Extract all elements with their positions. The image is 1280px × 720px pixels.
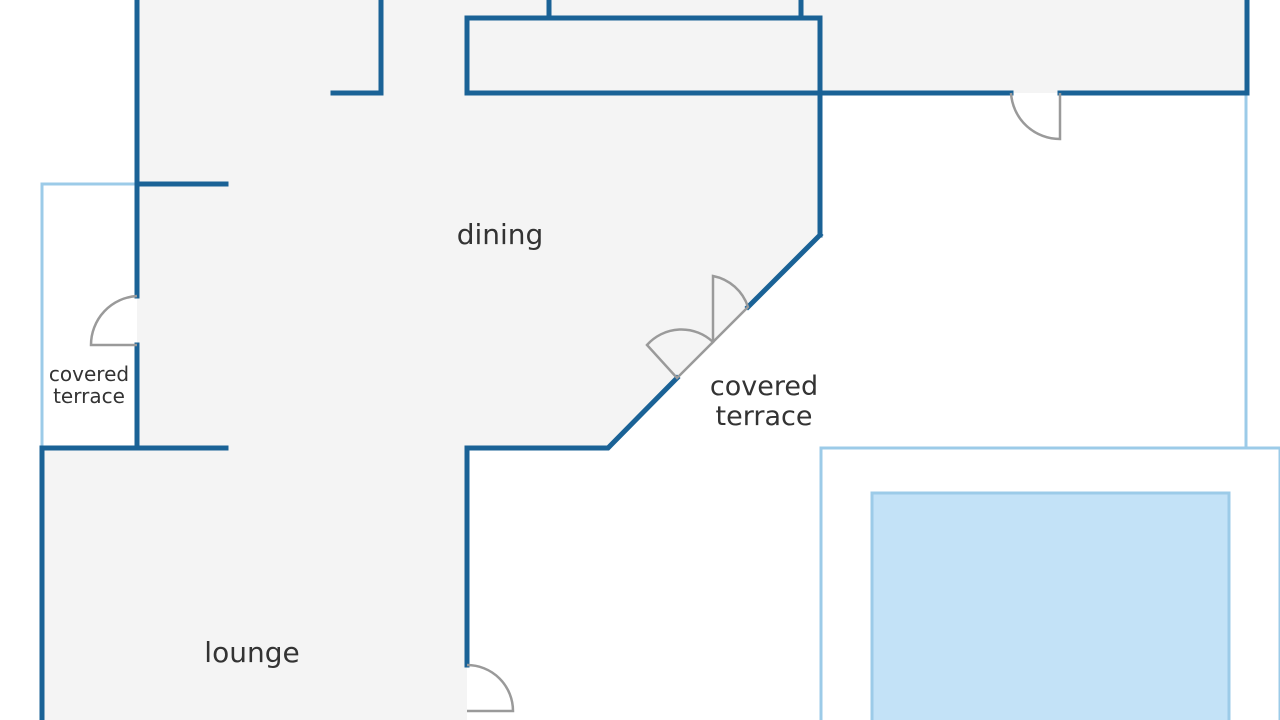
- floor-areas: [42, 0, 1247, 720]
- swimming-pool: [870, 491, 1231, 720]
- doors: [89, 92, 1062, 713]
- dining-label: dining: [457, 218, 544, 251]
- floor-top-right-room: [820, 0, 1247, 93]
- terrace-outlines: [40, 93, 1248, 450]
- door-terrace-leaf-upper[interactable]: [711, 274, 750, 346]
- room-labels: dining lounge covered terrace covered te…: [49, 218, 818, 669]
- lounge-label: lounge: [204, 636, 299, 669]
- wall-diagonal-lower: [464, 374, 681, 668]
- door-lounge-right[interactable]: [466, 663, 515, 713]
- covered-terrace-left-label-line1: covered: [49, 362, 129, 386]
- covered-terrace-left-label-line2: terrace: [53, 384, 125, 408]
- right-terrace-outline: [821, 93, 1248, 450]
- covered-terrace-right-label-line2: terrace: [716, 401, 813, 432]
- wall-upper-stub: [330, 0, 384, 96]
- wall-diagonal-upper: [744, 231, 824, 311]
- door-left-terrace[interactable]: [89, 294, 138, 347]
- floor-main-interior: [42, 0, 820, 720]
- door-terrace-leaf-lower[interactable]: [645, 328, 715, 380]
- left-terrace-outline: [40, 182, 137, 448]
- covered-terrace-right-label-line1: covered: [710, 371, 818, 402]
- pool-area: [819, 446, 1280, 720]
- walls: [39, 0, 1250, 720]
- wall-kitchen-counter: [464, 15, 823, 96]
- door-top-right-room[interactable]: [1009, 92, 1062, 141]
